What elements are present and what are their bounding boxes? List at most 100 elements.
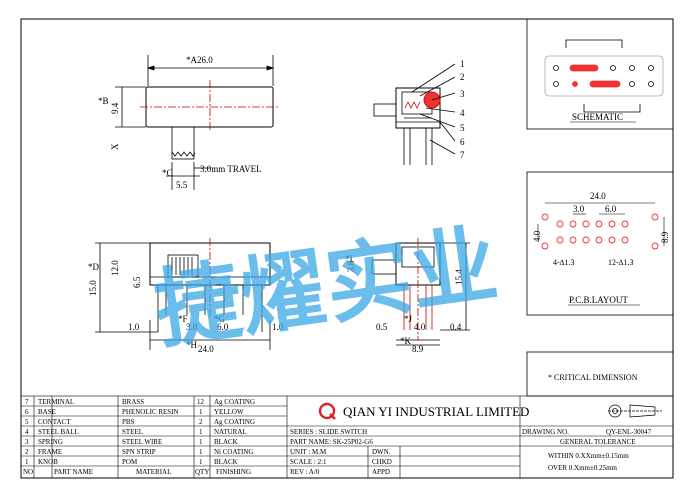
pcb-hole-a: 4-∆1.3 — [553, 258, 575, 267]
callout-6: 6 — [460, 137, 465, 147]
dim-89-value: 8.9 — [412, 344, 424, 354]
dim-40-value: 4.0 — [414, 322, 426, 332]
dim-d-label: *D — [88, 262, 100, 272]
series-label: SERIES : SLIDE SWITCH — [290, 428, 367, 436]
bom-qty: 2 — [199, 418, 203, 426]
projection-symbol-icon — [608, 404, 662, 418]
bom-part: FRAME — [38, 448, 62, 456]
general-tolerance: GENERAL TOLERANCE — [560, 438, 636, 446]
unit-label: UNIT : M.M — [290, 448, 327, 456]
side-view — [373, 63, 456, 165]
dim-k-label: *K — [400, 336, 412, 346]
appd-label: APPD — [372, 468, 390, 476]
dim-j-label: *J — [404, 314, 413, 324]
bom-no: 1 — [25, 458, 29, 466]
pcb-width: 24.0 — [590, 191, 606, 201]
company-name: QIAN YI INDUSTRIAL LIMITED — [343, 404, 529, 419]
dim-04-value: 0.4 — [450, 322, 462, 332]
part-name-label: PART NAME: SK-25P02-G6 — [290, 438, 373, 446]
info-block: SERIES : SLIDE SWITCH PART NAME: SK-25P0… — [290, 428, 652, 476]
dim-i-label: *I — [345, 254, 353, 264]
schematic-frame — [526, 18, 674, 130]
bom-fin: Ni COATING — [214, 448, 253, 456]
critical-note: * CRITICAL DIMENSION — [548, 373, 638, 382]
callout-7: 7 — [460, 150, 465, 160]
bom-qty: 1 — [199, 458, 203, 466]
dim-h-label: *H — [186, 340, 198, 350]
tolerance-2: OVER 0.Xmm±0.25mm — [548, 464, 618, 472]
bom-qty: 1 — [199, 448, 203, 456]
bottom-front-view — [95, 238, 271, 350]
dim-b-value: 9.4 — [110, 102, 120, 114]
pcb-holes — [541, 213, 659, 250]
pcb-frame — [526, 171, 674, 316]
bom-part: STEEL BALL — [38, 428, 79, 436]
dim-38-value: 3.8 — [346, 260, 356, 272]
company-logo — [318, 402, 336, 420]
pcb-height: 8.9 — [660, 231, 670, 243]
dim-c-value: 5.5 — [176, 180, 188, 190]
tolerance-1: WITHIN 0.XXmm±0.15mm — [548, 452, 629, 460]
pcb-hole-b: 12-∆1.3 — [608, 258, 634, 267]
dim-f-label: *F — [178, 314, 188, 324]
dim-h-value: 24.0 — [198, 344, 214, 354]
callout-5: 5 — [460, 123, 465, 133]
schematic-title: SCHEMATIC — [572, 112, 623, 122]
callout-2: 2 — [460, 72, 465, 82]
bottom-side-view — [371, 238, 470, 346]
front-view — [115, 55, 280, 190]
dim-g-label: *G — [214, 314, 226, 324]
dim-05-value: 0.5 — [376, 322, 388, 332]
bom-qty: 12 — [197, 398, 205, 406]
bom-part: SPRING — [38, 438, 63, 446]
dim-1b-value: 1.0 — [272, 322, 284, 332]
drawing-no-label: DRAWING NO. — [522, 428, 569, 436]
bom-no: 7 — [25, 398, 29, 406]
dim-1a-value: 1.0 — [128, 322, 140, 332]
callout-numbers: 1 2 3 4 5 6 7 — [460, 59, 465, 160]
bom-qty: 1 — [199, 428, 203, 436]
bom-mat: STEEL WIRE — [122, 438, 162, 446]
bom-mat: SPN STRIP — [122, 448, 156, 456]
bom-header-qty: QTY — [195, 468, 209, 476]
bom-no: 5 — [25, 418, 29, 426]
bom-mat: POM — [122, 458, 138, 466]
dim-x-label: X — [110, 143, 120, 150]
bom-part: CONTACT — [38, 418, 71, 426]
bom-fin: NATURAL — [214, 428, 247, 436]
pcb-title: P.C.B.LAYOUT — [569, 295, 628, 305]
dim-65-value: 6.5 — [132, 276, 142, 288]
dim-c-label: *C — [162, 168, 173, 178]
schematic-symbol — [544, 39, 664, 113]
bom-header-mat: MATERIAL — [136, 468, 171, 476]
dim-b-label: *B — [98, 96, 109, 106]
bom-mat: BRASS — [122, 398, 144, 406]
dim-d-value: 15.0 — [88, 280, 98, 296]
bom-part: BASE — [38, 408, 56, 416]
bom-no: 4 — [25, 428, 29, 436]
dim-154-value: 15.4 — [454, 269, 464, 285]
bom-part: TERMINAL — [38, 398, 74, 406]
bom-fin: BLACK — [214, 438, 238, 446]
callout-3: 3 — [460, 89, 465, 99]
bom-qty: 1 — [199, 438, 203, 446]
chkd-label: CHKD — [372, 458, 392, 466]
bom-table: 7 TERMINAL BRASS 12 Ag COATING 6 BASE PH… — [23, 398, 255, 476]
bom-part: KNOB — [38, 458, 58, 466]
bom-no: 2 — [25, 448, 29, 456]
dim-3-value: 3.0 — [186, 322, 198, 332]
dim-6-value: 6.0 — [217, 322, 229, 332]
title-block-lines — [20, 395, 674, 479]
bom-header-part: PART NAME — [54, 468, 93, 476]
callout-1: 1 — [460, 59, 465, 69]
bom-no: 3 — [25, 438, 29, 446]
bom-mat: STEEL — [122, 428, 143, 436]
bom-qty: 1 — [199, 408, 203, 416]
travel-label: 3.0mm TRAVEL — [200, 164, 262, 174]
bom-header-no: NO — [23, 468, 33, 476]
dim-a-label: *A26.0 — [186, 55, 213, 65]
bom-fin: BLACK — [214, 458, 238, 466]
scale-label: SCALE : 2:1 — [290, 458, 327, 466]
dwn-label: DWN. — [372, 448, 391, 456]
